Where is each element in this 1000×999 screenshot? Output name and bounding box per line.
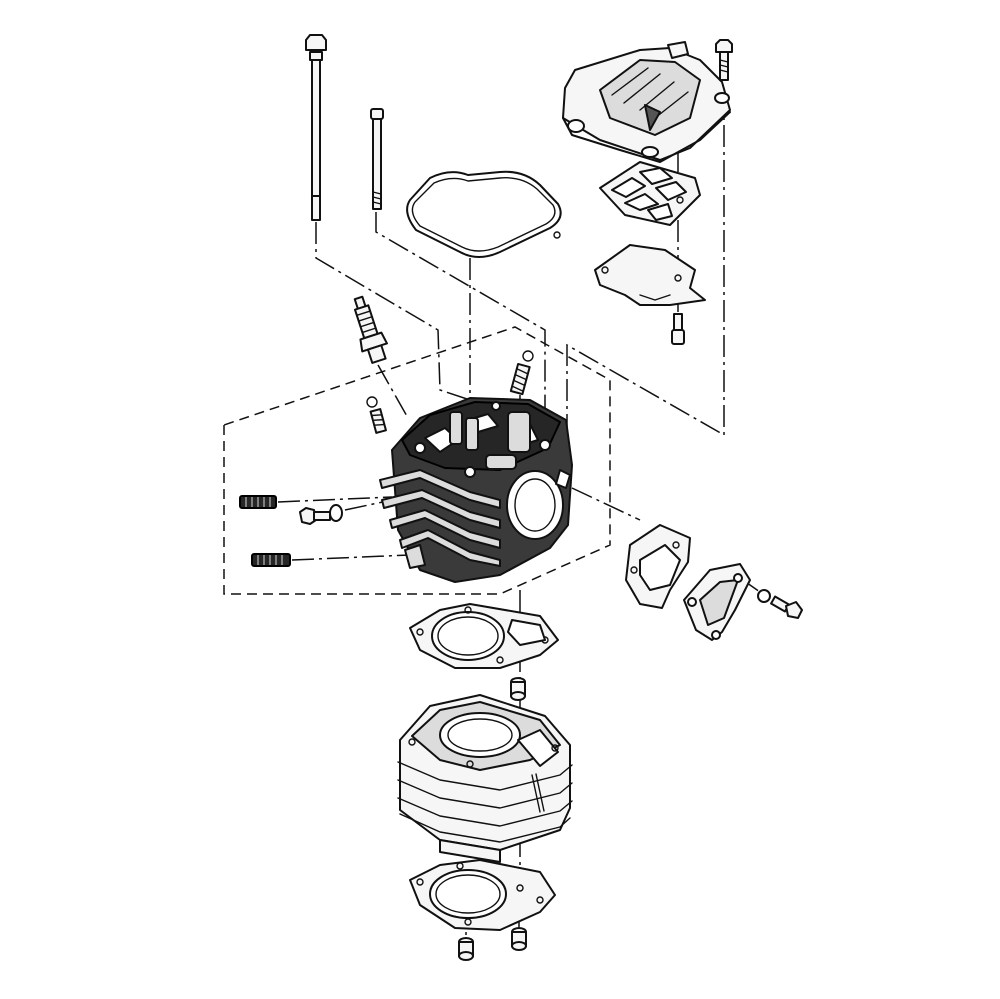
stud-bolt-icon	[370, 108, 384, 210]
stud-icon	[366, 396, 387, 434]
dowel-pin-icon	[458, 937, 474, 961]
o-ring-gasket-icon	[406, 170, 562, 258]
gasket-icon	[409, 859, 556, 931]
stud-icon	[509, 350, 534, 396]
cover-icon	[562, 41, 731, 163]
stud-icon	[251, 553, 291, 567]
cylinder-icon	[397, 694, 573, 863]
long-bolt-icon	[305, 34, 327, 221]
dowel-pin-icon	[511, 927, 527, 951]
stud-icon	[239, 495, 277, 509]
cylinder-head-icon	[379, 397, 573, 583]
gasket-icon	[409, 603, 559, 669]
bolt-icon	[715, 39, 733, 81]
dowel-pin-icon	[510, 677, 526, 701]
bolt-icon	[757, 589, 803, 619]
cover-icon	[683, 563, 751, 641]
plate-icon	[594, 244, 706, 306]
screw-icon	[671, 313, 685, 345]
gasket-icon	[599, 161, 701, 226]
bolt-icon	[299, 504, 343, 525]
spark-plug-icon	[353, 295, 388, 364]
gasket-icon	[625, 524, 691, 609]
